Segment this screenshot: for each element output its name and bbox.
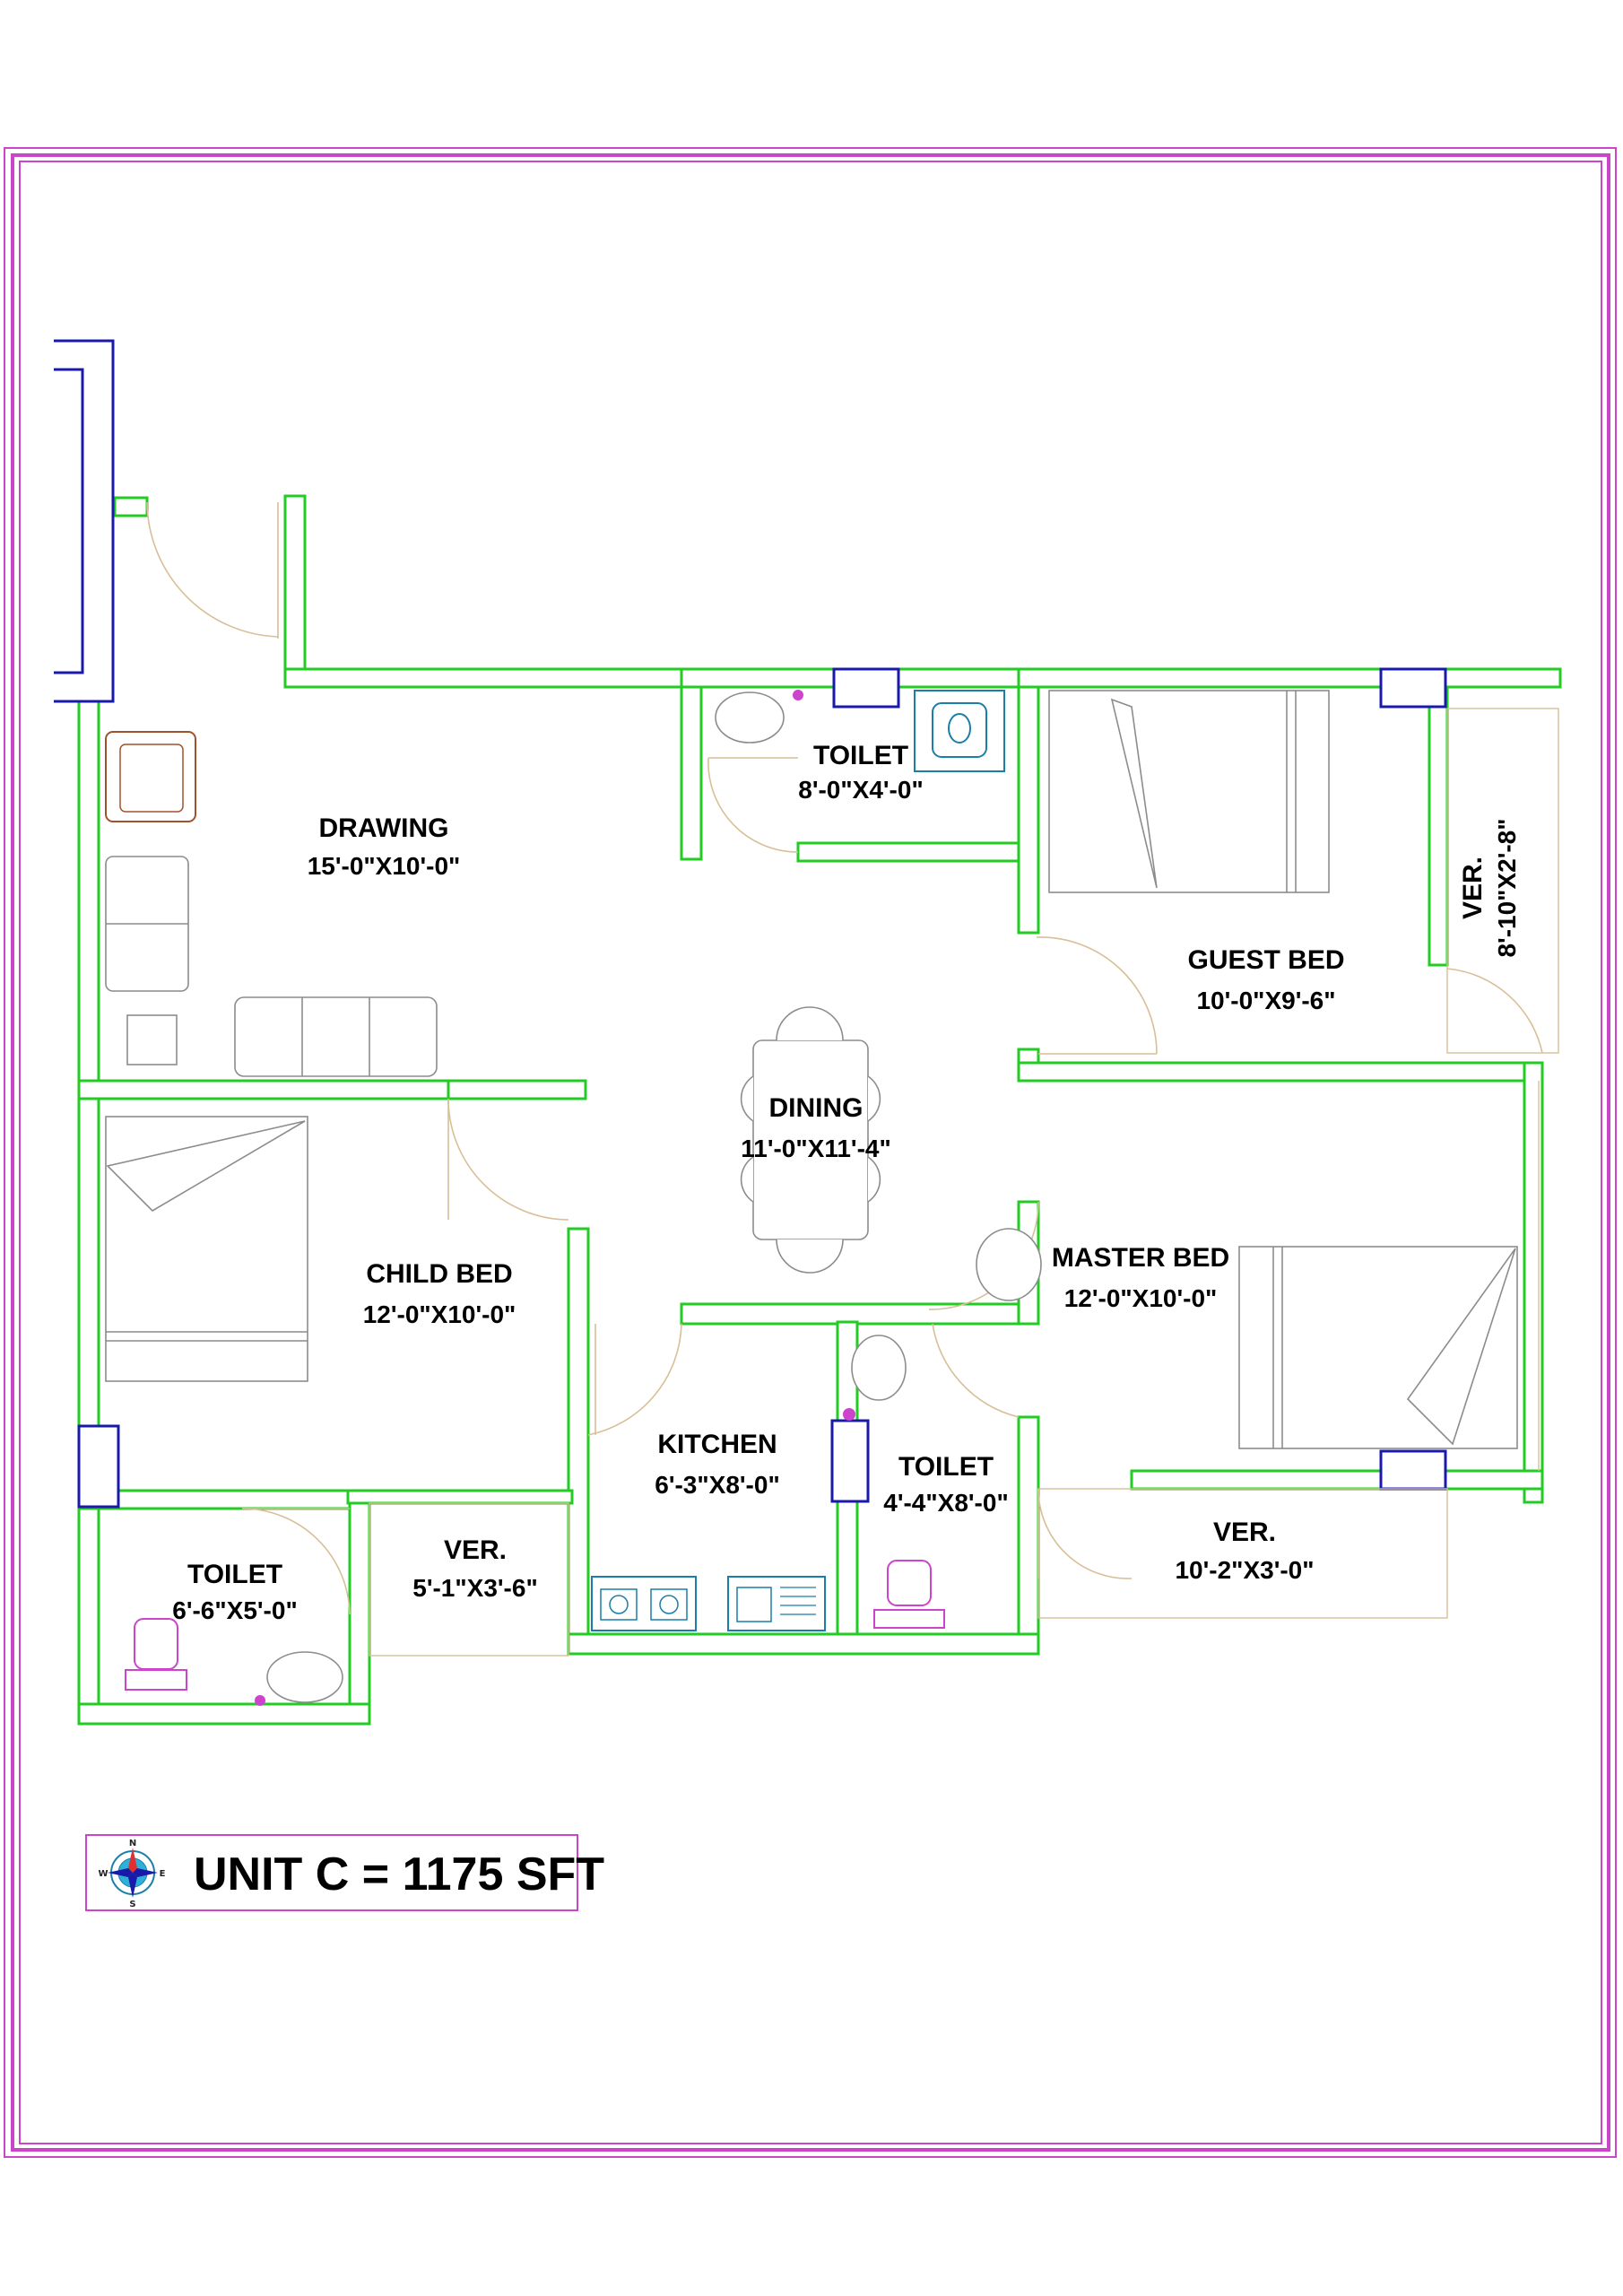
room-name-ver-master: VER. xyxy=(1213,1518,1276,1547)
commode-icon xyxy=(125,1560,945,1691)
doors xyxy=(146,501,1543,1615)
room-name-toilet-top: TOILET xyxy=(813,741,908,770)
verandah-outlines xyxy=(369,708,1559,1657)
room-labels: DRAWING 15'-0"X10'-0" TOILET 8'-0"X4'-0"… xyxy=(172,741,1521,1624)
room-name-dining: DINING xyxy=(769,1093,864,1123)
room-name-kitchen: KITCHEN xyxy=(657,1430,777,1459)
room-dim-toilet-top: 8'-0"X4'-0" xyxy=(798,776,923,804)
room-name-guest-bed: GUEST BED xyxy=(1187,945,1344,975)
room-name-drawing: DRAWING xyxy=(319,813,449,843)
room-dim-dining: 11'-0"X11'-4" xyxy=(741,1135,891,1162)
bed-icon xyxy=(105,690,1518,1449)
windows xyxy=(54,339,1447,1509)
unit-summary: N S E W UNIT C = 1175 SFT xyxy=(85,1834,604,1911)
room-name-toilet-child: TOILET xyxy=(187,1560,282,1589)
room-dim-master-bed: 12'-0"X10'-0" xyxy=(1064,1284,1218,1312)
room-dim-toilet-child: 6'-6"X5'-0" xyxy=(172,1596,297,1624)
indian-pan-icon xyxy=(914,690,1005,772)
compass-rose-icon: N S E W xyxy=(98,1839,165,1909)
room-name-ver-child: VER. xyxy=(444,1535,507,1565)
room-name-master-bed: MASTER BED xyxy=(1052,1243,1229,1273)
stove-icon xyxy=(591,1576,697,1631)
wash-basin-icon xyxy=(266,691,1042,1703)
compass-south: S xyxy=(129,1900,135,1909)
room-dim-ver-master: 10'-2"X3'-0" xyxy=(1175,1556,1314,1584)
kitchen-sink-icon xyxy=(727,1576,826,1631)
room-dim-toilet-master: 4'-4"X8'-0" xyxy=(883,1489,1008,1517)
room-dim-drawing: 15'-0"X10'-0" xyxy=(308,852,461,880)
room-name-toilet-master: TOILET xyxy=(898,1452,994,1482)
room-dim-kitchen: 6'-3"X8'-0" xyxy=(655,1471,779,1499)
room-dim-guest-bed: 10'-0"X9'-6" xyxy=(1196,987,1335,1014)
tap-icon xyxy=(255,690,855,1706)
sofa-icon xyxy=(105,731,438,1077)
room-name-child-bed: CHILD BED xyxy=(366,1259,512,1289)
room-dim-ver-guest: 8'-10"X2'-8" xyxy=(1493,818,1521,957)
page-border xyxy=(4,147,1617,2158)
room-dim-ver-child: 5'-1"X3'-6" xyxy=(412,1574,537,1602)
compass-west: W xyxy=(98,1869,108,1879)
compass-east: E xyxy=(160,1869,166,1879)
unit-summary-text: UNIT C = 1175 SFT xyxy=(194,1848,604,1900)
room-name-ver-guest: VER. xyxy=(1458,857,1488,919)
dining-table-icon xyxy=(740,1006,881,1274)
compass-north: N xyxy=(129,1839,136,1848)
room-dim-child-bed: 12'-0"X10'-0" xyxy=(363,1300,516,1328)
